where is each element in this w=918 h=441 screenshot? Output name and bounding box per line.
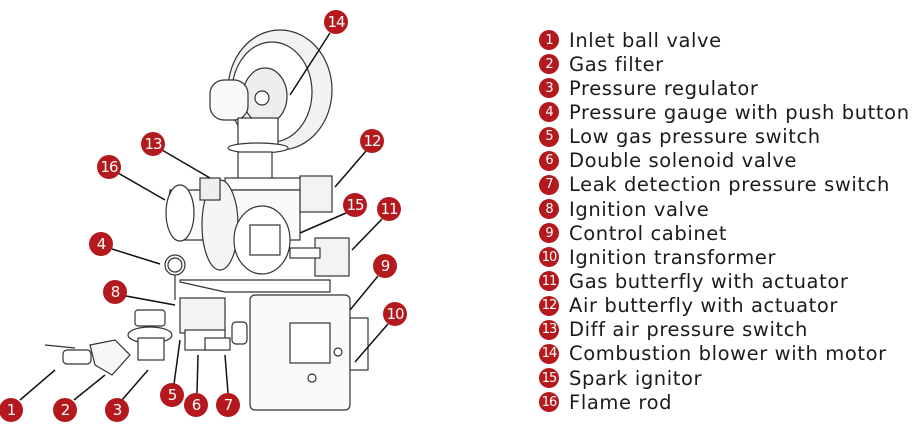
legend-number: 13 [539, 319, 559, 340]
callout-3: 3 [105, 398, 129, 422]
legend-label: Flame rod [569, 390, 673, 414]
legend-item: 3 Pressure regulator [539, 76, 910, 100]
legend-item: 7 Leak detection pressure switch [539, 173, 910, 197]
legend-label: Combustion blower with motor [569, 342, 887, 366]
legend-number: 9 [539, 223, 559, 244]
legend-label: Ignition valve [569, 197, 710, 221]
legend-label: Control cabinet [569, 221, 728, 245]
legend-label: Air butterfly with actuator [569, 294, 839, 318]
gas-train [44, 254, 248, 376]
legend-item: 1 Inlet ball valve [539, 28, 910, 52]
legend-item: 5 Low gas pressure switch [539, 125, 910, 149]
legend-label: Double solenoid valve [569, 149, 798, 173]
callout-13: 13 [141, 132, 165, 156]
control-cabinet [249, 294, 369, 411]
actuators [289, 175, 350, 277]
legend-label: Leak detection pressure switch [569, 173, 890, 197]
callout-12: 12 [360, 129, 384, 153]
callout-2: 2 [53, 398, 77, 422]
legend-number: 7 [539, 174, 559, 195]
legend-item: 15 Spark ignitor [539, 366, 910, 390]
legend-label: Ignition transformer [569, 245, 777, 269]
callout-4: 4 [89, 232, 113, 256]
legend-number: 5 [539, 126, 559, 147]
legend-number: 14 [539, 343, 559, 364]
legend-number: 3 [539, 78, 559, 99]
legend-label: Low gas pressure switch [569, 125, 821, 149]
legend-number: 8 [539, 199, 559, 220]
legend-item: 12 Air butterfly with actuator [539, 294, 910, 318]
air-duct [165, 151, 306, 275]
combustion-blower [209, 29, 333, 154]
callout-16: 16 [97, 155, 121, 179]
legend-number: 2 [539, 54, 559, 75]
legend-item: 14 Combustion blower with motor [539, 342, 910, 366]
legend-number: 1 [539, 30, 559, 51]
callout-9: 9 [373, 254, 397, 278]
legend-item: 10 Ignition transformer [539, 245, 910, 269]
legend-number: 16 [539, 392, 559, 413]
legend-item: 16 Flame rod [539, 390, 910, 414]
callout-7: 7 [216, 393, 240, 417]
legend-item: 8 Ignition valve [539, 197, 910, 221]
legend-label: Pressure regulator [569, 76, 759, 100]
legend-item: 11 Gas butterfly with actuator [539, 269, 910, 293]
callout-11: 11 [377, 197, 401, 221]
legend-item: 13 Diff air pressure switch [539, 318, 910, 342]
legend-item: 9 Control cabinet [539, 221, 910, 245]
callout-10: 10 [383, 302, 407, 326]
callout-8: 8 [103, 280, 127, 304]
legend-number: 4 [539, 102, 559, 123]
legend-number: 11 [539, 271, 559, 292]
legend-label: Pressure gauge with push button [569, 100, 910, 124]
callout-14: 14 [324, 10, 348, 34]
legend-number: 12 [539, 295, 559, 316]
legend-label: Spark ignitor [569, 366, 703, 390]
callout-5: 5 [160, 383, 184, 407]
legend-number: 10 [539, 247, 559, 268]
burner-assembly-drawing [19, 29, 389, 411]
legend-label: Gas filter [569, 52, 664, 76]
leader-arrows [19, 32, 389, 401]
legend-item: 6 Double solenoid valve [539, 149, 910, 173]
legend-number: 15 [539, 368, 559, 389]
legend-label: Gas butterfly with actuator [569, 269, 849, 293]
legend-label: Diff air pressure switch [569, 318, 809, 342]
legend-item: 2 Gas filter [539, 52, 910, 76]
callout-15: 15 [343, 193, 367, 217]
callout-1: 1 [0, 398, 23, 422]
callout-6: 6 [184, 393, 208, 417]
legend-number: 6 [539, 150, 559, 171]
legend-item: 4 Pressure gauge with push button [539, 100, 910, 124]
legend-label: Inlet ball valve [569, 28, 722, 52]
base-plate [179, 279, 331, 293]
